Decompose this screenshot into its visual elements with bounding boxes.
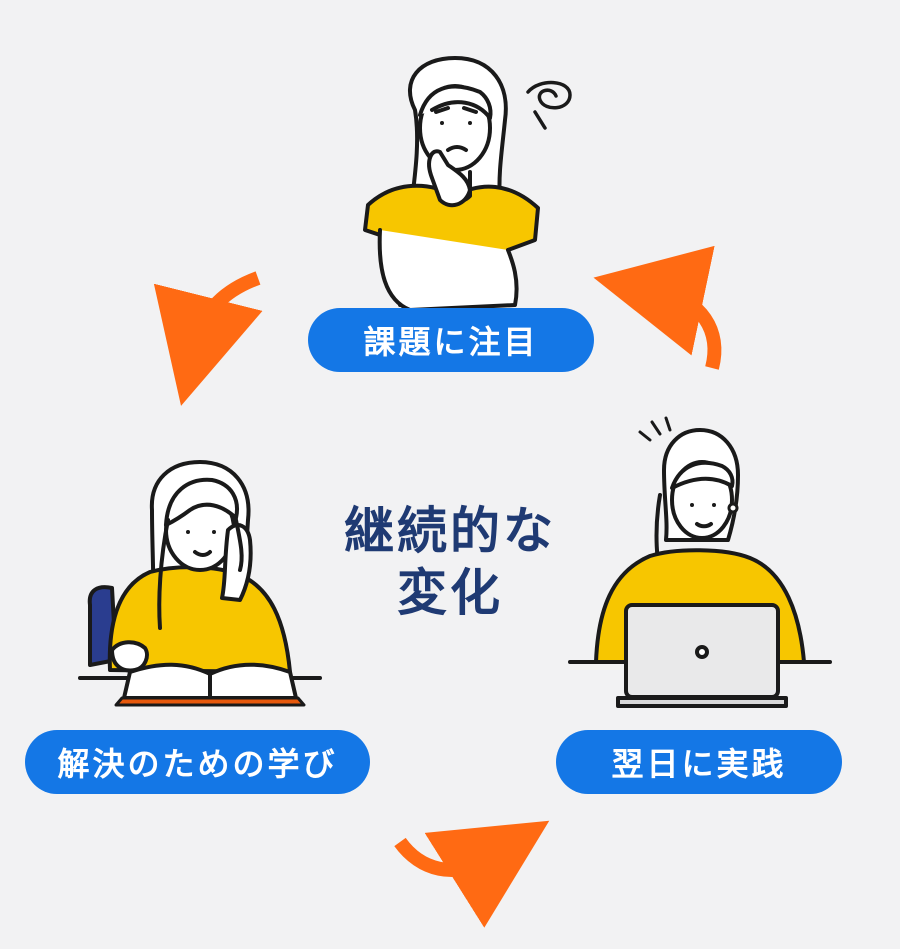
label-learning-for-solution: 解決のための学び — [25, 730, 370, 794]
label-practice-next-day: 翌日に実践 — [556, 730, 842, 794]
label-focus-on-issue: 課題に注目 — [308, 308, 594, 372]
cycle-arrow-icon — [153, 245, 722, 928]
laptop-woman-icon — [568, 416, 832, 708]
center-title: 継続的な 変化 — [330, 500, 570, 624]
center-title-line2: 変化 — [397, 564, 503, 622]
thinking-woman-icon — [363, 56, 572, 312]
studying-woman-icon — [78, 460, 322, 707]
center-title-line1: 継続的な — [344, 502, 556, 560]
